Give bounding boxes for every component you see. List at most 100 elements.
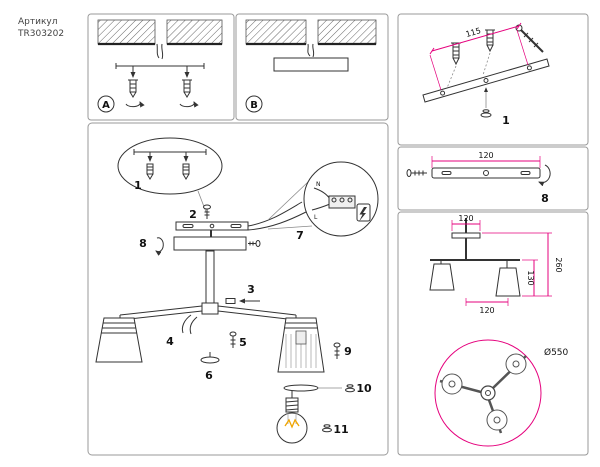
mounting-bar: [175, 221, 249, 231]
right-panel-canopy-bar: 120 8: [397, 146, 589, 211]
screw-icon: [333, 342, 341, 348]
dim-offset-120-label: 120: [479, 306, 494, 315]
shade-profile: [495, 267, 521, 297]
shade-top: [505, 353, 527, 375]
anchor-icon: [146, 163, 154, 180]
dimension-115: 115: [429, 22, 529, 91]
screw-icon: [229, 331, 237, 337]
lightning-icon: [359, 207, 367, 222]
step-6-disc: 6: [200, 352, 220, 382]
canopy-profile: [273, 57, 349, 72]
step-1-label: 1: [134, 179, 142, 192]
article-header: Артикул TR303202: [17, 17, 64, 39]
step-10-label: 10: [356, 382, 372, 395]
hub-top: [480, 385, 496, 401]
dim-130-label: 130: [526, 270, 535, 285]
rotate-arrow-icon: [125, 101, 145, 108]
anchor-icon: [182, 79, 192, 98]
anchor-icon: [128, 79, 138, 98]
nut-icon: [323, 424, 331, 428]
ceiling-hatch: [166, 19, 223, 45]
filament: [284, 418, 300, 429]
wire-l-label: L: [314, 214, 318, 221]
collar-icon: [482, 109, 490, 113]
step-9-screw: 9: [333, 342, 352, 359]
anchor-icon: [446, 42, 461, 89]
rotate-arrow-icon: [179, 101, 199, 108]
step-11-label: 11: [333, 423, 348, 436]
dim-260-label: 260: [554, 257, 563, 272]
step-2-screw: 2: [189, 204, 211, 221]
diameter-label: Ø550: [544, 347, 569, 358]
step-1-right-label: 1: [502, 114, 510, 127]
pin: [225, 298, 236, 304]
dimension-top-120: 120: [451, 214, 481, 231]
nut-icon: [346, 384, 354, 388]
wire: [161, 43, 164, 60]
anchor-icon: [182, 163, 190, 180]
electricity-warning-box: [356, 203, 371, 222]
wire-n-label: N: [316, 181, 321, 188]
wire: [247, 201, 303, 227]
main-exploded-view: 1 2 8: [87, 122, 389, 456]
panel-a-mounting-anchors: A: [87, 13, 235, 121]
canopy-bar: [431, 167, 541, 179]
mounting-bracket: [422, 58, 550, 103]
dimension-offset-120: 120: [465, 298, 509, 315]
article-label: Артикул: [18, 17, 57, 27]
fixture-top-view: Ø550: [434, 339, 569, 447]
screw-icon: [203, 204, 211, 219]
dim-120-label: 120: [478, 151, 493, 160]
diameter-circle: [434, 339, 542, 447]
wire: [181, 314, 192, 334]
step-8-label: 8: [139, 237, 147, 250]
rotate-arrow-icon: [538, 164, 551, 187]
dimension-130: 130: [522, 259, 538, 296]
dimension-120: 120: [431, 151, 541, 168]
collar-icon: [480, 112, 492, 118]
canopy: [173, 236, 247, 251]
leader-line: [267, 225, 313, 230]
callout-wiring: N L 7: [267, 161, 379, 242]
wire: [312, 43, 315, 58]
right-shade: [277, 317, 325, 373]
wire: [189, 316, 198, 335]
side-screw-icon: [248, 240, 261, 247]
step-5-screw: 5: [229, 331, 247, 349]
nut-icon: [322, 427, 332, 433]
shade-profile: [429, 263, 455, 291]
hub-and-arms: [119, 302, 297, 321]
step-3-label: 3: [247, 283, 255, 296]
cover-disc: [200, 356, 220, 364]
central-rod: [205, 250, 215, 304]
variant-a-label: A: [102, 100, 110, 111]
right-panel-dimensions: 120 260 130 120 Ø550: [397, 211, 589, 456]
step-9-label: 9: [344, 345, 352, 358]
long-screw-icon: [515, 24, 544, 53]
ceiling-hatch: [245, 19, 307, 45]
right-panel-bracket: 115 1: [397, 13, 589, 146]
step-5-label: 5: [239, 336, 247, 349]
side-screw-icon: [406, 169, 427, 177]
left-shade: [95, 317, 143, 363]
wire: [156, 43, 160, 59]
step-8-right-label: 8: [541, 192, 549, 205]
step-4-wires: 4: [166, 314, 198, 348]
variant-b-badge: [245, 95, 263, 113]
wire: [307, 43, 311, 57]
shade-top: [441, 373, 463, 395]
step-6-label: 6: [205, 369, 213, 382]
step-2-label: 2: [189, 208, 197, 221]
shade-top: [486, 409, 508, 431]
step-8-canopy: 8: [139, 230, 261, 256]
dim-top-120-label: 120: [458, 214, 473, 223]
step-10-ring: 10: [283, 382, 372, 395]
nut-icon: [345, 387, 355, 393]
fixture-side-profile: [429, 218, 521, 297]
callout-anchors: 1: [117, 137, 223, 213]
socket: [295, 330, 307, 345]
variant-a-badge: [97, 95, 115, 113]
canopy-profile: [451, 232, 481, 239]
